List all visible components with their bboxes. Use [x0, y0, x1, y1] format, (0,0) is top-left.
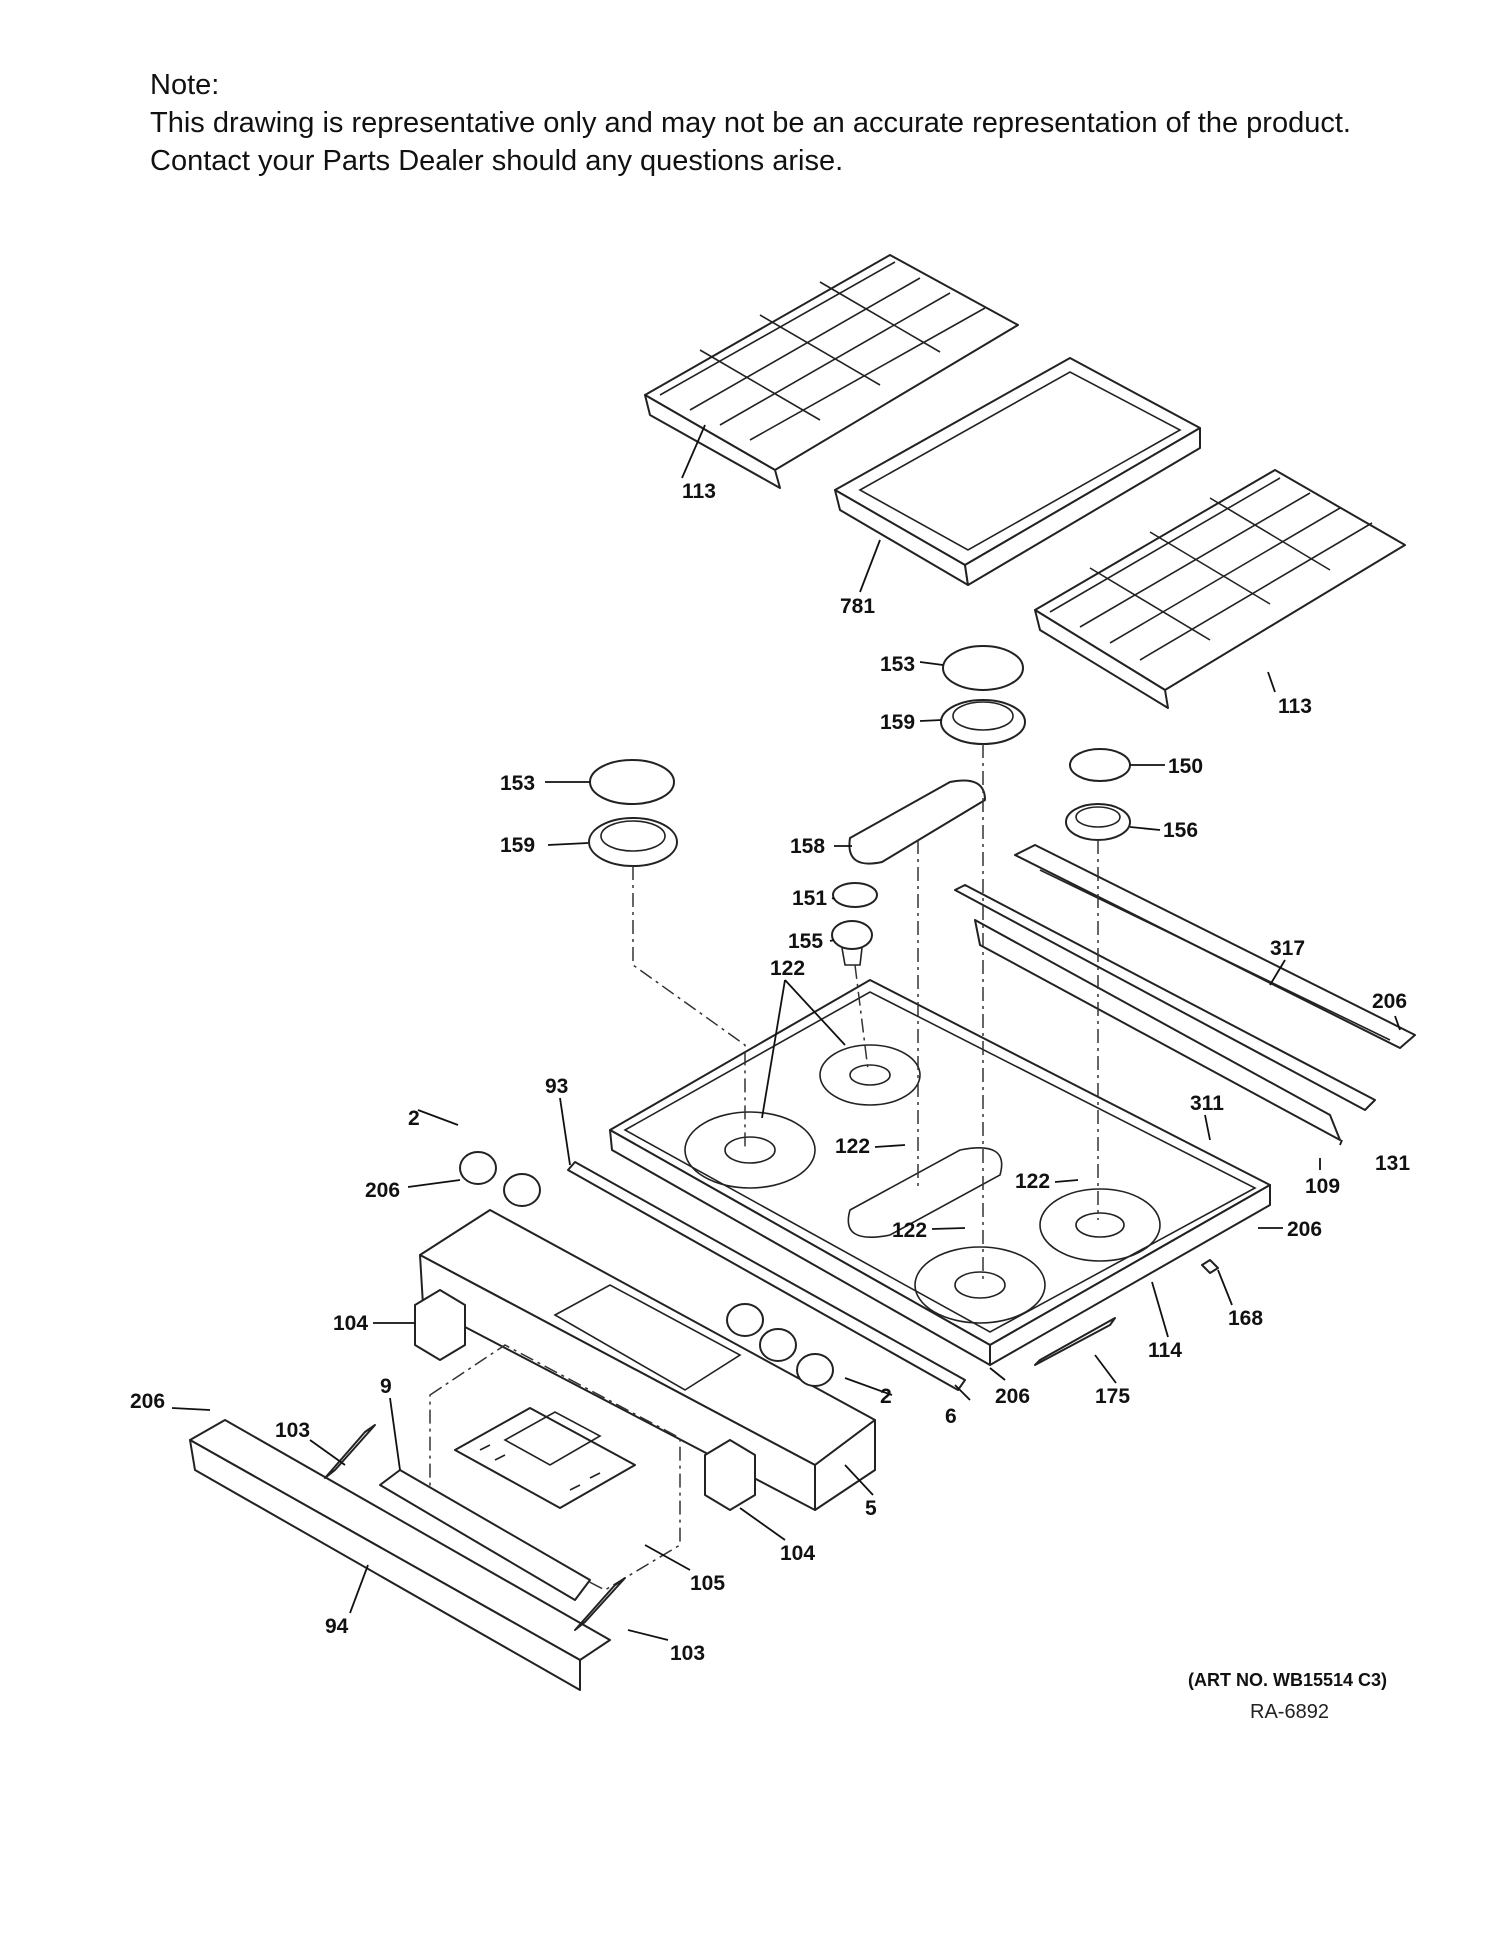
label-screw-right: 206 — [1287, 1218, 1322, 1241]
drawing-ref: RA-6892 — [1250, 1701, 1329, 1723]
label-electrode-right: 122 — [1015, 1170, 1050, 1193]
label-screw-far-left: 206 — [130, 1390, 165, 1413]
burner-head-small — [831, 920, 873, 966]
label-trim-side: 93 — [545, 1075, 568, 1098]
label-knob-right: 2 — [880, 1385, 892, 1408]
rear-trim — [954, 884, 1376, 1111]
label-cap-center: 153 — [880, 653, 915, 676]
note-line-1: This drawing is representative only and … — [150, 107, 1351, 139]
front-trim — [189, 1419, 611, 1691]
end-cap-left — [414, 1289, 466, 1361]
label-clip: 168 — [1228, 1307, 1263, 1330]
label-cooktop: 114 — [1148, 1339, 1182, 1362]
bracket-9 — [379, 1469, 591, 1601]
label-knob-left: 2 — [408, 1107, 420, 1130]
label-griddle: 781 — [840, 595, 875, 618]
centerline-left — [632, 866, 746, 1150]
label-screw-top: 206 — [1372, 990, 1407, 1013]
burner-head-right — [1065, 803, 1131, 841]
clip-168 — [1201, 1259, 1219, 1274]
rear-bracket — [974, 919, 1341, 1141]
label-electrode-front: 122 — [892, 1219, 927, 1242]
side-trim — [567, 1161, 966, 1391]
label-screw-311: 311 — [1190, 1092, 1224, 1115]
oval-burner-cap — [848, 779, 986, 865]
label-grate-left: 113 — [682, 480, 716, 503]
label-end-cap-right: 104 — [780, 1542, 815, 1565]
label-screw-bottom: 206 — [995, 1385, 1030, 1408]
label-front-trim: 94 — [325, 1615, 349, 1638]
note-line-2: Contact your Parts Dealer should any que… — [150, 145, 844, 177]
label-panel: 5 — [865, 1497, 877, 1520]
label-handle-right: 103 — [670, 1642, 705, 1665]
end-cap-right — [704, 1439, 756, 1511]
art-number: (ART NO. WB15514 C3) — [1188, 1670, 1387, 1690]
burner-cap-center — [942, 645, 1024, 691]
label-head-small: 155 — [788, 930, 823, 953]
label-head-center: 159 — [880, 711, 915, 734]
knob-right-group — [726, 1303, 834, 1387]
note-heading: Note: — [150, 69, 220, 101]
burner-cap-left — [589, 759, 675, 805]
note-block: Note: This drawing is representative onl… — [150, 66, 1351, 180]
burner-head-left — [588, 817, 678, 867]
griddle — [834, 357, 1201, 586]
label-cap-right: 150 — [1168, 755, 1203, 778]
centerline-small — [854, 964, 869, 1071]
label-control-board: 105 — [690, 1572, 725, 1595]
knob-left-pair — [459, 1151, 541, 1207]
control-panel — [419, 1209, 876, 1511]
label-screw-left: 206 — [365, 1179, 400, 1202]
grate-left — [644, 254, 1019, 489]
label-rear-trim: 131 — [1375, 1152, 1410, 1175]
cooktop — [609, 979, 1271, 1366]
label-oval-cap: 158 — [790, 835, 825, 858]
label-electrode-pair: 122 — [770, 957, 805, 980]
label-electrode-oval: 122 — [835, 1135, 870, 1158]
grate-right — [1034, 469, 1406, 709]
handle-left — [324, 1424, 376, 1479]
label-bolt-6: 6 — [945, 1405, 957, 1428]
label-handle-left: 103 — [275, 1419, 310, 1442]
burner-cap-small — [832, 882, 878, 908]
burner-head-center — [940, 699, 1026, 745]
label-end-cap: 104 — [333, 1312, 368, 1335]
label-head-left: 159 — [500, 834, 535, 857]
handle-right — [574, 1577, 626, 1631]
label-rod: 175 — [1095, 1385, 1130, 1408]
burner-cap-right — [1069, 748, 1131, 782]
leader-lines — [171, 424, 1401, 1641]
control-board — [454, 1407, 636, 1509]
label-cap-left: 153 — [500, 772, 535, 795]
label-cap-small: 151 — [792, 887, 827, 910]
label-bracket-9: 9 — [380, 1375, 392, 1398]
label-head-right: 156 — [1163, 819, 1198, 842]
rod-175 — [1034, 1317, 1116, 1366]
label-grate-right: 113 — [1278, 695, 1312, 718]
label-rear-bracket: 109 — [1305, 1175, 1340, 1198]
label-vent-trim: 317 — [1270, 937, 1305, 960]
